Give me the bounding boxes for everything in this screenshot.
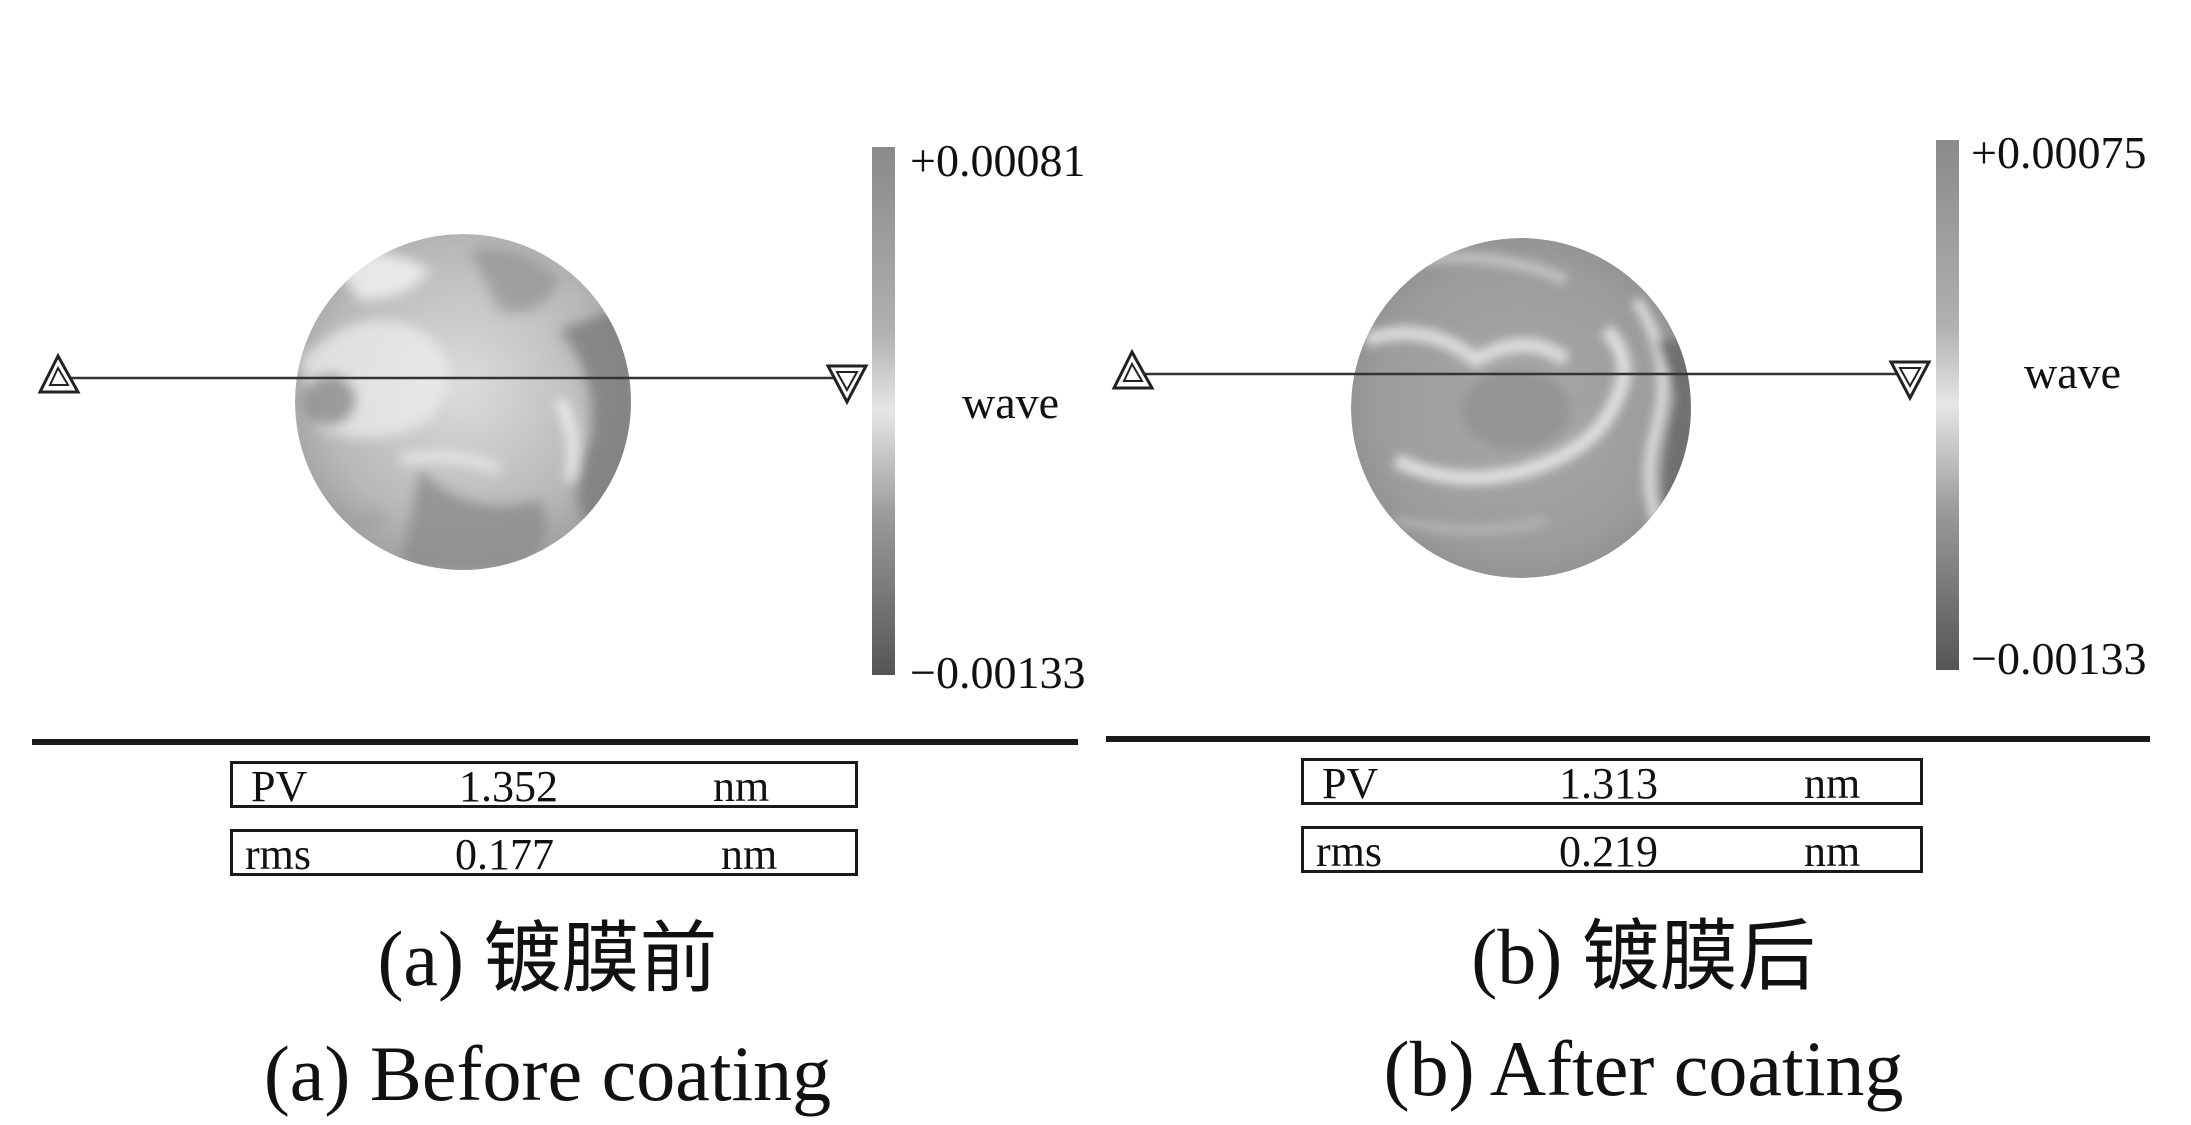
scale-unit-label: wave xyxy=(2024,347,2122,398)
rms-label: rms xyxy=(1316,827,1382,876)
panel-after-coating: +0.00075 wave −0.00133 PV 1.313 nm rms 0… xyxy=(1096,0,2191,1125)
surface-map-disc xyxy=(295,234,631,570)
pv-row: PV 1.313 nm xyxy=(1301,758,1923,808)
pv-label: PV xyxy=(1322,759,1379,808)
rms-value: 0.177 xyxy=(455,830,554,879)
caption-chinese: (a) 镀膜前 xyxy=(377,915,718,1002)
scale-max-label: +0.00081 xyxy=(910,135,1086,186)
scale-min-label: −0.00133 xyxy=(910,647,1086,698)
divider-line xyxy=(32,739,1078,745)
profile-end-marker-icon[interactable] xyxy=(1888,360,1932,402)
rms-value: 0.219 xyxy=(1559,827,1658,876)
color-scale-bar xyxy=(872,147,895,675)
surface-map-before xyxy=(37,147,895,675)
pv-value: 1.352 xyxy=(459,762,558,811)
scale-max-label: +0.00075 xyxy=(1971,127,2147,178)
scale-unit-label: wave xyxy=(962,377,1060,428)
rms-label: rms xyxy=(245,830,311,879)
pv-value: 1.313 xyxy=(1559,759,1658,808)
pv-unit: nm xyxy=(713,762,770,811)
surface-map-after xyxy=(1111,140,1959,670)
rms-unit: nm xyxy=(1804,827,1861,876)
pv-label: PV xyxy=(251,762,308,811)
caption-english: (b) After coating xyxy=(1383,1025,1904,1112)
caption-english: (a) Before coating xyxy=(263,1030,832,1117)
caption-chinese: (b) 镀膜后 xyxy=(1471,913,1816,1000)
profile-start-marker-icon[interactable] xyxy=(37,352,81,394)
rms-row: rms 0.177 nm xyxy=(230,829,858,879)
scale-min-label: −0.00133 xyxy=(1971,633,2147,684)
color-scale-bar xyxy=(1936,140,1959,670)
pv-unit: nm xyxy=(1804,759,1861,808)
surface-map-disc xyxy=(1351,238,1691,578)
panel-before-coating: +0.00081 wave −0.00133 PV 1.352 nm rms 0… xyxy=(0,0,1095,1125)
profile-end-marker-icon[interactable] xyxy=(825,364,869,406)
rms-unit: nm xyxy=(721,830,778,879)
profile-start-marker-icon[interactable] xyxy=(1111,348,1155,390)
pv-row: PV 1.352 nm xyxy=(230,761,858,811)
rms-row: rms 0.219 nm xyxy=(1301,826,1923,876)
divider-line xyxy=(1106,736,2150,742)
